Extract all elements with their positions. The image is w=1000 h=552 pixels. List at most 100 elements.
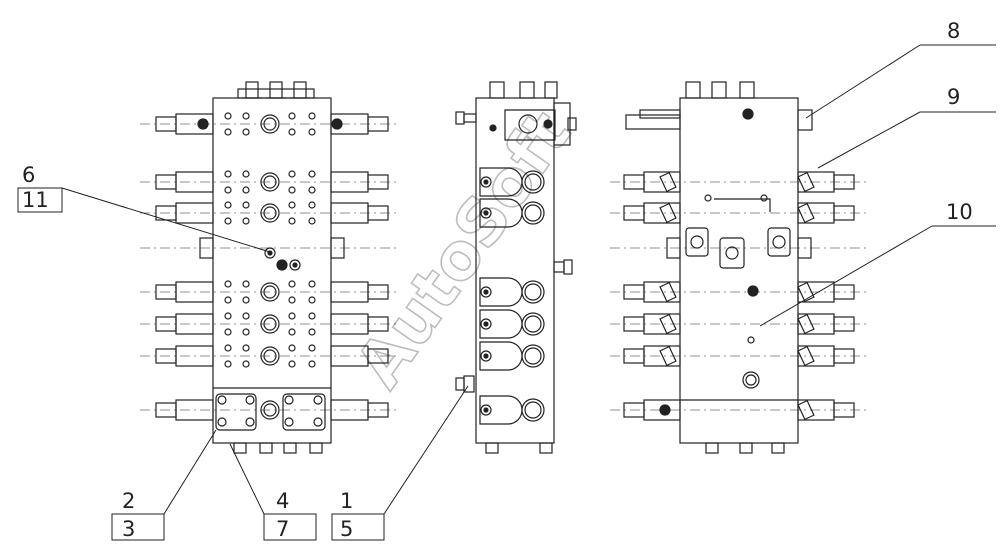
port xyxy=(521,170,545,194)
bolt-hole xyxy=(288,280,296,288)
callout-5: 5 xyxy=(340,517,353,541)
port-inner xyxy=(524,315,542,333)
bolt-hole xyxy=(224,128,232,136)
port-inner xyxy=(263,285,277,299)
angled-fitting xyxy=(659,171,677,193)
angled-fitting xyxy=(797,345,815,367)
port-inner xyxy=(263,175,277,189)
fitting xyxy=(480,318,492,330)
bolt-hole xyxy=(224,312,232,320)
port xyxy=(521,344,545,368)
bolt-hole xyxy=(308,128,316,136)
bolt-hole xyxy=(308,328,316,336)
angled-fitting xyxy=(659,202,677,224)
callout-10: 10 xyxy=(946,200,973,224)
callout-3: 3 xyxy=(122,517,135,541)
callout-labels: 8 9 10 6 11 2 3 4 7 1 5 xyxy=(22,19,973,541)
fitting-core xyxy=(483,353,489,359)
port xyxy=(260,282,280,302)
port xyxy=(521,312,545,336)
callout-7: 7 xyxy=(276,517,289,541)
bolt-hole xyxy=(242,128,250,136)
side-view xyxy=(455,81,577,454)
bolt-hole xyxy=(308,186,316,194)
bolt-hole xyxy=(224,280,232,288)
fitting-core xyxy=(483,289,489,295)
callout-9: 9 xyxy=(947,85,960,109)
fitting xyxy=(480,286,492,298)
fitting-core xyxy=(483,179,489,185)
bolt-hole xyxy=(308,170,316,178)
bolt-hole xyxy=(224,170,232,178)
bolt-hole xyxy=(224,186,232,194)
callout-8: 8 xyxy=(947,19,960,43)
port xyxy=(260,172,280,192)
bolt-hole xyxy=(308,296,316,304)
bolt-hole xyxy=(288,201,296,209)
bolt-hole xyxy=(288,360,296,368)
port-inner xyxy=(263,117,277,131)
fitting xyxy=(480,176,492,188)
bolt-hole xyxy=(224,328,232,336)
port-inner xyxy=(524,283,542,301)
callout-4: 4 xyxy=(276,489,289,513)
bolt-hole xyxy=(242,186,250,194)
angled-fitting xyxy=(659,281,677,303)
port xyxy=(260,203,280,223)
bolt-hole xyxy=(308,201,316,209)
angled-fitting xyxy=(659,345,677,367)
bolt-hole xyxy=(242,360,250,368)
bolt-hole xyxy=(242,344,250,352)
port-inner xyxy=(524,204,542,222)
bolt-hole xyxy=(288,312,296,320)
port xyxy=(521,201,545,225)
bolt-hole xyxy=(242,296,250,304)
bolt-hole xyxy=(308,112,316,120)
fitting xyxy=(480,404,492,416)
port xyxy=(521,398,545,422)
bolt-hole xyxy=(242,312,250,320)
port-inner xyxy=(524,347,542,365)
port xyxy=(260,314,280,334)
port xyxy=(521,280,545,304)
callout-11: 11 xyxy=(22,188,49,212)
port xyxy=(260,114,280,134)
bolt-hole xyxy=(224,112,232,120)
callouts xyxy=(17,44,996,541)
bolt-hole xyxy=(288,344,296,352)
bolt-hole xyxy=(288,217,296,225)
angled-fitting xyxy=(797,313,815,335)
bolt-hole xyxy=(224,344,232,352)
bolt-hole xyxy=(308,344,316,352)
bolt-hole xyxy=(308,217,316,225)
bolt-hole xyxy=(308,312,316,320)
bolt-hole xyxy=(288,296,296,304)
bolt-hole xyxy=(288,186,296,194)
angled-fitting xyxy=(797,281,815,303)
rear-view xyxy=(610,81,870,454)
angled-fitting xyxy=(659,313,677,335)
bolt-hole xyxy=(224,296,232,304)
fitting xyxy=(480,207,492,219)
bolt-hole xyxy=(242,328,250,336)
port-inner xyxy=(263,206,277,220)
bolt-hole xyxy=(242,201,250,209)
angled-fitting xyxy=(797,171,815,193)
bolt-hole xyxy=(242,112,250,120)
angled-fitting xyxy=(797,399,815,421)
bolt-hole xyxy=(288,328,296,336)
bolt-hole xyxy=(224,217,232,225)
fitting-core xyxy=(483,321,489,327)
fitting-core xyxy=(483,407,489,413)
callout-6: 6 xyxy=(22,163,35,187)
port-inner xyxy=(263,349,277,363)
port-inner xyxy=(263,317,277,331)
fitting-core xyxy=(483,210,489,216)
bolt-hole xyxy=(288,128,296,136)
bolt-hole xyxy=(242,217,250,225)
port xyxy=(260,346,280,366)
bolt-hole xyxy=(308,280,316,288)
bolt-hole xyxy=(242,170,250,178)
bolt-hole xyxy=(308,360,316,368)
